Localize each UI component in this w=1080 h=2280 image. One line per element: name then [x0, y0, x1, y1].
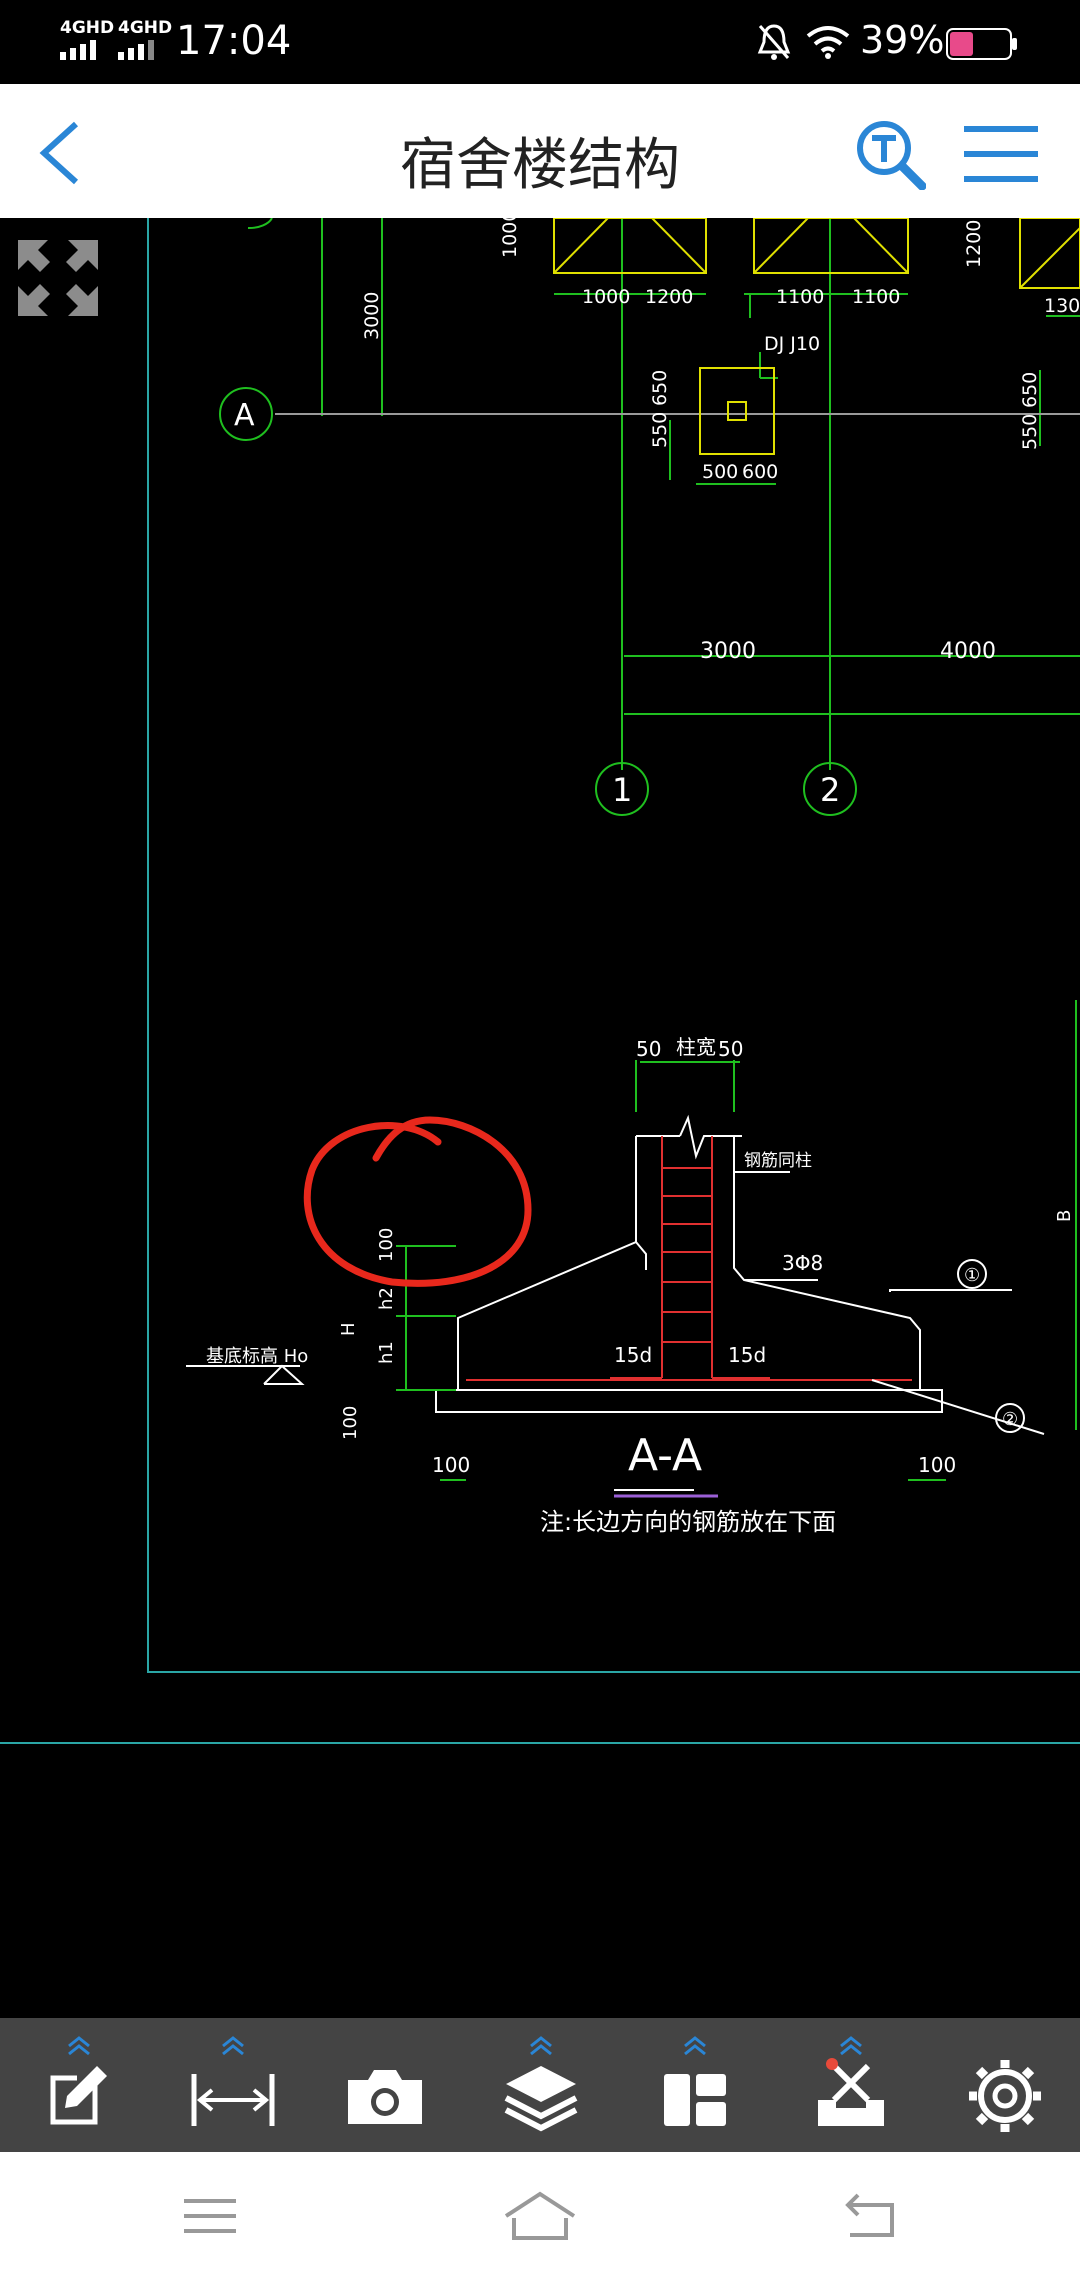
column-width-label: 柱宽 [676, 1035, 716, 1059]
menu-lines-icon [184, 2199, 236, 2233]
dim-550-right: 550 [1019, 414, 1041, 450]
dim-1000: 1000 [582, 286, 630, 308]
clock: 17:04 [176, 18, 292, 64]
drawing-frame [0, 218, 1080, 1744]
mark-2: ② [1002, 1409, 1018, 1430]
edit-note-icon [50, 2036, 107, 2125]
dim-1200-vertical: 1200 [963, 220, 985, 268]
dim-3000: 3000 [700, 639, 756, 664]
back-arrow-icon [845, 2193, 894, 2237]
dim-500: 500 [702, 461, 738, 483]
page-title: 宿舍楼结构 [400, 133, 680, 198]
dim-600: 600 [742, 461, 778, 483]
nav-back-button[interactable] [810, 2176, 930, 2256]
layers-icon [504, 2036, 578, 2132]
axis-a-bubble [219, 387, 273, 441]
expand-arrows-icon[interactable] [16, 238, 100, 318]
network-type-2: 4GHD [118, 18, 173, 38]
measure-icon [191, 2036, 275, 2126]
cad-drawing[interactable]: 1000 1200 1100 1100 1300 3000 4000 500 6… [0, 218, 1080, 2018]
drawing-canvas[interactable]: 1000 1200 1100 1100 1300 3000 4000 500 6… [0, 218, 1080, 2018]
home-icon [504, 2191, 576, 2240]
status-bar: 4GHD 4GHD 17:04 39% [0, 0, 1080, 84]
dim-b: B [1054, 1210, 1075, 1222]
chevron-left-icon[interactable] [36, 120, 86, 186]
battery-percent: 39% [860, 18, 945, 62]
dim-50-left: 50 [636, 1037, 661, 1061]
camera-button[interactable] [320, 2018, 450, 2152]
dim-1300: 1300 [1044, 295, 1080, 317]
mark-1: ① [964, 1265, 980, 1286]
base-elevation-label: 基底标高 Ho [206, 1346, 308, 1367]
stirrup-label: 3Φ8 [782, 1251, 823, 1275]
bottom-toolbar [0, 2018, 1080, 2152]
dim-50-right: 50 [718, 1037, 743, 1061]
dim-650-right: 650 [1019, 372, 1041, 408]
layers-button[interactable] [476, 2018, 606, 2152]
dim-650: 650 [649, 370, 671, 406]
tools-button[interactable] [786, 2018, 916, 2152]
app-header: 宿舍楼结构 [0, 84, 1080, 218]
annotate-button[interactable] [14, 2018, 144, 2152]
axis-a-label: A [234, 398, 255, 433]
network-type-1: 4GHD [60, 18, 115, 38]
text-search-icon[interactable] [854, 118, 926, 190]
dim-h: H [338, 1322, 359, 1336]
mark-1-bubble [957, 1259, 987, 1289]
settings-button[interactable] [940, 2018, 1070, 2152]
nav-menu-button[interactable] [150, 2176, 270, 2256]
anchor-15d-right: 15d [728, 1343, 766, 1367]
dim-100-right: 100 [918, 1453, 956, 1477]
dim-4000: 4000 [940, 639, 996, 664]
section-leaders [186, 1171, 1045, 1491]
column-rebar-label: 钢筋同柱 [744, 1151, 812, 1171]
section-note: 注:长边方向的钢筋放在下面 [540, 1508, 836, 1536]
axis-b-bubble [247, 218, 273, 230]
dim-1100-a: 1100 [776, 286, 824, 308]
axis-1-bubble [595, 762, 649, 816]
dim-100-bottom: 100 [340, 1406, 361, 1440]
measure-button[interactable] [168, 2018, 298, 2152]
battery-icon [946, 28, 1017, 60]
signal-icon [118, 40, 154, 60]
section-dimension-lines [396, 1000, 1077, 1481]
system-nav-bar [0, 2152, 1080, 2280]
wifi-icon [806, 26, 850, 59]
dim-550: 550 [649, 412, 671, 448]
annotation-circle [303, 1116, 532, 1287]
dim-100-left: 100 [432, 1453, 470, 1477]
nav-home-button[interactable] [480, 2176, 600, 2256]
plan-dimension-lines [321, 218, 1080, 770]
axis-1-label: 1 [612, 771, 632, 809]
dim-h1: h1 [376, 1341, 397, 1364]
anchor-15d-left: 15d [614, 1343, 652, 1367]
dim-3000-vertical: 3000 [361, 292, 383, 340]
tools-icon [818, 2036, 884, 2126]
mark-2-bubble [995, 1403, 1025, 1433]
dim-1100-b: 1100 [852, 286, 900, 308]
rebar [466, 1136, 912, 1381]
tag-dj-j10: DJ J10 [764, 333, 820, 355]
camera-icon [348, 2070, 422, 2124]
axis-2-bubble [803, 762, 857, 816]
dim-1200: 1200 [645, 286, 693, 308]
dim-h2: h2 [376, 1287, 397, 1310]
settings-gear-icon [969, 2060, 1041, 2132]
layout-button[interactable] [630, 2018, 760, 2152]
hamburger-menu-icon[interactable] [964, 124, 1038, 184]
dim-1000-vertical: 1000 [499, 218, 521, 258]
signal-icon [60, 40, 96, 60]
section-title: A-A [628, 1430, 702, 1481]
mute-bell-icon [757, 24, 791, 60]
layout-icon [664, 2036, 726, 2126]
dim-100-top: 100 [376, 1228, 397, 1262]
footing-plan [553, 218, 1080, 455]
axis-2-label: 2 [820, 771, 840, 809]
